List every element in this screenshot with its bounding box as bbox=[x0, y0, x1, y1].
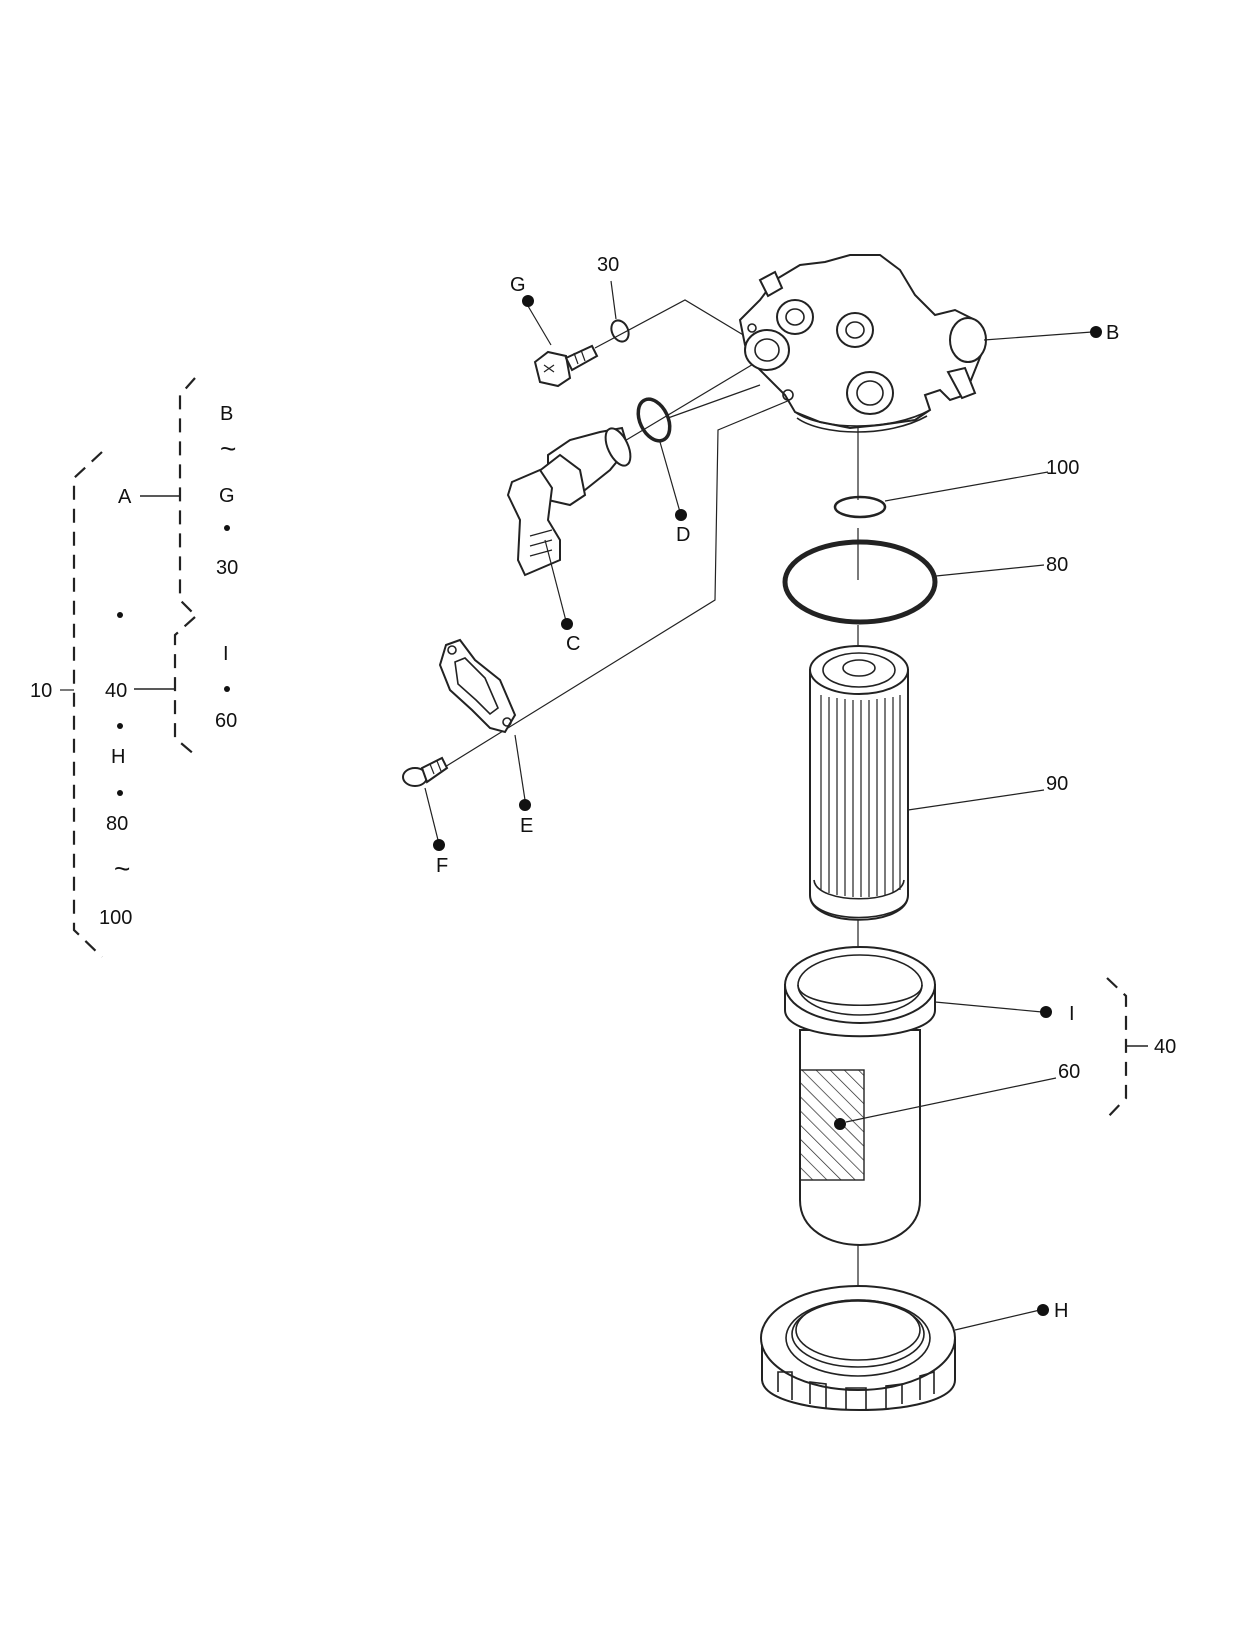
legend-a-from: B bbox=[220, 403, 233, 425]
legend-a-tilde: ~ bbox=[220, 433, 236, 464]
callout-e: E bbox=[520, 815, 533, 837]
filter-element-90: 90 bbox=[809, 645, 1068, 921]
head-port-right bbox=[949, 317, 987, 363]
callout-dot-e bbox=[519, 799, 531, 811]
legend-item-80: 80 bbox=[106, 813, 128, 835]
bowl-label-60 bbox=[799, 1069, 865, 1181]
legend-a-mid: G bbox=[219, 485, 235, 507]
callout-30: 30 bbox=[597, 254, 619, 276]
callout-d: D bbox=[676, 524, 690, 546]
legend-tilde-2: ~ bbox=[114, 853, 130, 884]
callout-dot-60 bbox=[834, 1118, 846, 1130]
callout-f: F bbox=[436, 855, 448, 877]
legend-dot bbox=[117, 612, 123, 618]
callout-60: 60 bbox=[1058, 1061, 1080, 1083]
legend-item-100: 100 bbox=[99, 907, 132, 929]
bolt-g: G bbox=[510, 274, 599, 388]
callout-90: 90 bbox=[1046, 773, 1068, 795]
screw-f: F bbox=[402, 756, 449, 877]
o-ring-100: 100 bbox=[833, 457, 1079, 519]
filter-head: B bbox=[738, 254, 1119, 433]
legend-40-second: 60 bbox=[215, 710, 237, 732]
gasket-e: E bbox=[438, 638, 533, 837]
callout-80: 80 bbox=[1046, 554, 1068, 576]
o-ring-d: D bbox=[636, 397, 690, 546]
legend-dot bbox=[117, 790, 123, 796]
callout-dot-i bbox=[1040, 1006, 1052, 1018]
head-port-front bbox=[846, 371, 894, 415]
assembly-legend: 10 A B ~ G 30 40 I 60 H 80 ~ 100 bbox=[30, 377, 238, 958]
legend-a-end: 30 bbox=[216, 557, 238, 579]
callout-dot-d bbox=[675, 509, 687, 521]
filter-bowl-i: I 60 40 bbox=[784, 946, 1176, 1246]
head-port-center bbox=[836, 312, 874, 348]
legend-dot bbox=[117, 723, 123, 729]
callout-g: G bbox=[510, 274, 526, 296]
legend-40-first: I bbox=[223, 643, 229, 665]
callout-c: C bbox=[566, 633, 580, 655]
legend-assembly-10: 10 bbox=[30, 680, 52, 702]
head-port-left bbox=[744, 329, 790, 371]
assembly-axis-lines bbox=[439, 299, 859, 1345]
callout-dot-h bbox=[1037, 1304, 1049, 1316]
callout-h: H bbox=[1054, 1300, 1068, 1322]
legend-dot bbox=[224, 525, 230, 531]
callout-dot-c bbox=[561, 618, 573, 630]
callout-dot-g bbox=[522, 295, 534, 307]
ring-nut-h: H bbox=[760, 1285, 1068, 1411]
callout-dot-f bbox=[433, 839, 445, 851]
legend-group-40: 40 bbox=[105, 680, 127, 702]
legend-dot bbox=[224, 686, 230, 692]
callout-b: B bbox=[1106, 322, 1119, 344]
head-port-mid bbox=[776, 299, 814, 335]
drain-valve-c: C bbox=[506, 426, 632, 655]
callout-40: 40 bbox=[1154, 1036, 1176, 1058]
legend-after-40: H bbox=[111, 746, 125, 768]
callout-100: 100 bbox=[1046, 457, 1079, 479]
seal-ring-80: 80 bbox=[782, 539, 1068, 625]
callout-i: I bbox=[1069, 1003, 1075, 1025]
legend-group-a: A bbox=[118, 486, 132, 508]
callout-dot-b bbox=[1090, 326, 1102, 338]
o-ring-30: 30 bbox=[597, 254, 630, 343]
